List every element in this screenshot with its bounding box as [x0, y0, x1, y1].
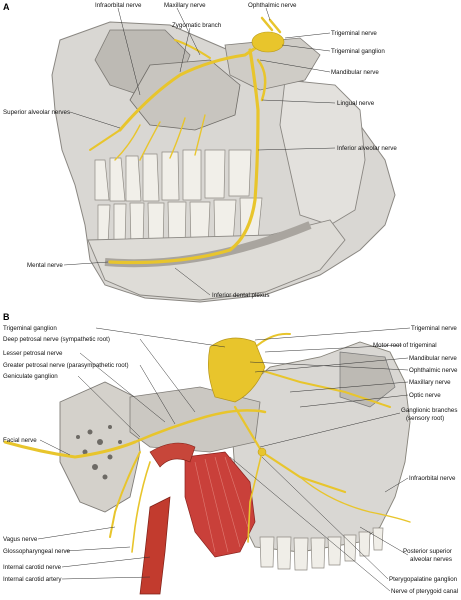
label-infraorbital-nerve-a: Infraorbital nerve: [95, 2, 142, 9]
label-lesser-petrosal-nerve: Lesser petrosal nerve: [3, 350, 63, 357]
label-mandibular-nerve-a: Mandibular nerve: [331, 69, 379, 76]
label-trigeminal-ganglion-b: Trigeminal ganglion: [3, 325, 57, 332]
label-vagus-nerve: Vagus nerve: [3, 536, 38, 543]
panel-a-illustration: [51, 7, 396, 303]
label-ophthalmic-nerve-b: Ophthalmic nerve: [409, 367, 458, 374]
panel-a: A Infraorbital nerve Maxillary nerve Oph…: [3, 2, 397, 303]
leader-lines-b: [37, 327, 411, 592]
label-greater-petrosal-nerve: Greater petrosal nerve (parasympathetic …: [3, 362, 129, 369]
label-trigeminal-ganglion-a: Trigeminal ganglion: [331, 48, 385, 55]
label-mental-nerve: Mental nerve: [27, 262, 63, 269]
label-sensory-root: (sensory root): [406, 415, 445, 422]
label-lingual-nerve: Lingual nerve: [337, 100, 375, 107]
panel-a-label: A: [3, 2, 10, 12]
panel-b: B Trigeminal ganglion Deep petrosal nerv…: [0, 312, 461, 600]
label-ophthalmic-nerve-a: Ophthalmic nerve: [248, 2, 297, 9]
label-maxillary-nerve-b: Maxillary nerve: [409, 379, 451, 386]
label-motor-root: Motor root of trigeminal: [373, 342, 437, 349]
label-maxillary-nerve-a: Maxillary nerve: [164, 2, 206, 9]
label-pterygopalatine-ganglion: Pterygopalatine ganglion: [389, 576, 458, 583]
orbit-opening: [339, 351, 396, 408]
label-internal-carotid-artery: Internal carotid artery: [3, 576, 62, 583]
maxillary-sinus-cut: [129, 59, 241, 131]
label-inferior-dental-plexus: Inferior dental plexus: [212, 292, 270, 299]
label-mandibular-nerve-b: Mandibular nerve: [409, 355, 457, 362]
leader-lines-a: [63, 7, 336, 296]
label-optic-nerve: Optic nerve: [409, 392, 441, 399]
label-nerve-pterygoid-canal: Nerve of pterygoid canal: [391, 588, 459, 595]
trigeminal-ganglion-shape: [251, 31, 285, 53]
panel-b-illustration: [3, 327, 411, 595]
mastoid-air-cells: [76, 425, 122, 480]
mandible-ramus: [279, 79, 366, 226]
temporal-bone-left: [59, 381, 141, 513]
label-trigeminal-nerve-a: Trigeminal nerve: [331, 30, 377, 37]
label-deep-petrosal-nerve: Deep petrosal nerve (sympathetic root): [3, 336, 110, 343]
label-ganglionic-branches: Ganglionic branches: [401, 407, 458, 414]
label-superior-alveolar-nerves: Superior alveolar nerves: [3, 109, 71, 116]
upper-teeth-b: [259, 527, 384, 571]
label-glossopharyngeal-nerve: Glossopharyngeal nerve: [3, 548, 71, 555]
internal-carotid-artery-shape: [139, 496, 171, 595]
label-infraorbital-nerve-b: Infraorbital nerve: [409, 475, 456, 482]
label-trigeminal-nerve-b: Trigeminal nerve: [411, 325, 457, 332]
label-inferior-alveolar-nerve: Inferior alveolar nerve: [337, 145, 397, 152]
carotid-upper-loop: [149, 442, 196, 468]
pterygoid-muscle: [184, 451, 256, 558]
label-zygomatic-branch: Zygomatic branch: [172, 22, 222, 29]
label-internal-carotid-nerve: Internal carotid nerve: [3, 564, 62, 571]
label-facial-nerve: Facial nerve: [3, 437, 37, 444]
label-posterior-superior: Posterior superior: [403, 548, 452, 555]
panel-b-label: B: [3, 312, 10, 322]
pterygopalatine-ganglion-shape: [257, 447, 267, 457]
upper-teeth: [94, 149, 252, 202]
label-geniculate-ganglion: Geniculate ganglion: [3, 373, 58, 380]
muscle-fibers: [194, 456, 249, 553]
trigeminal-ganglion-b: [208, 337, 266, 403]
label-alveolar-nerves: alveolar nerves: [410, 556, 452, 563]
